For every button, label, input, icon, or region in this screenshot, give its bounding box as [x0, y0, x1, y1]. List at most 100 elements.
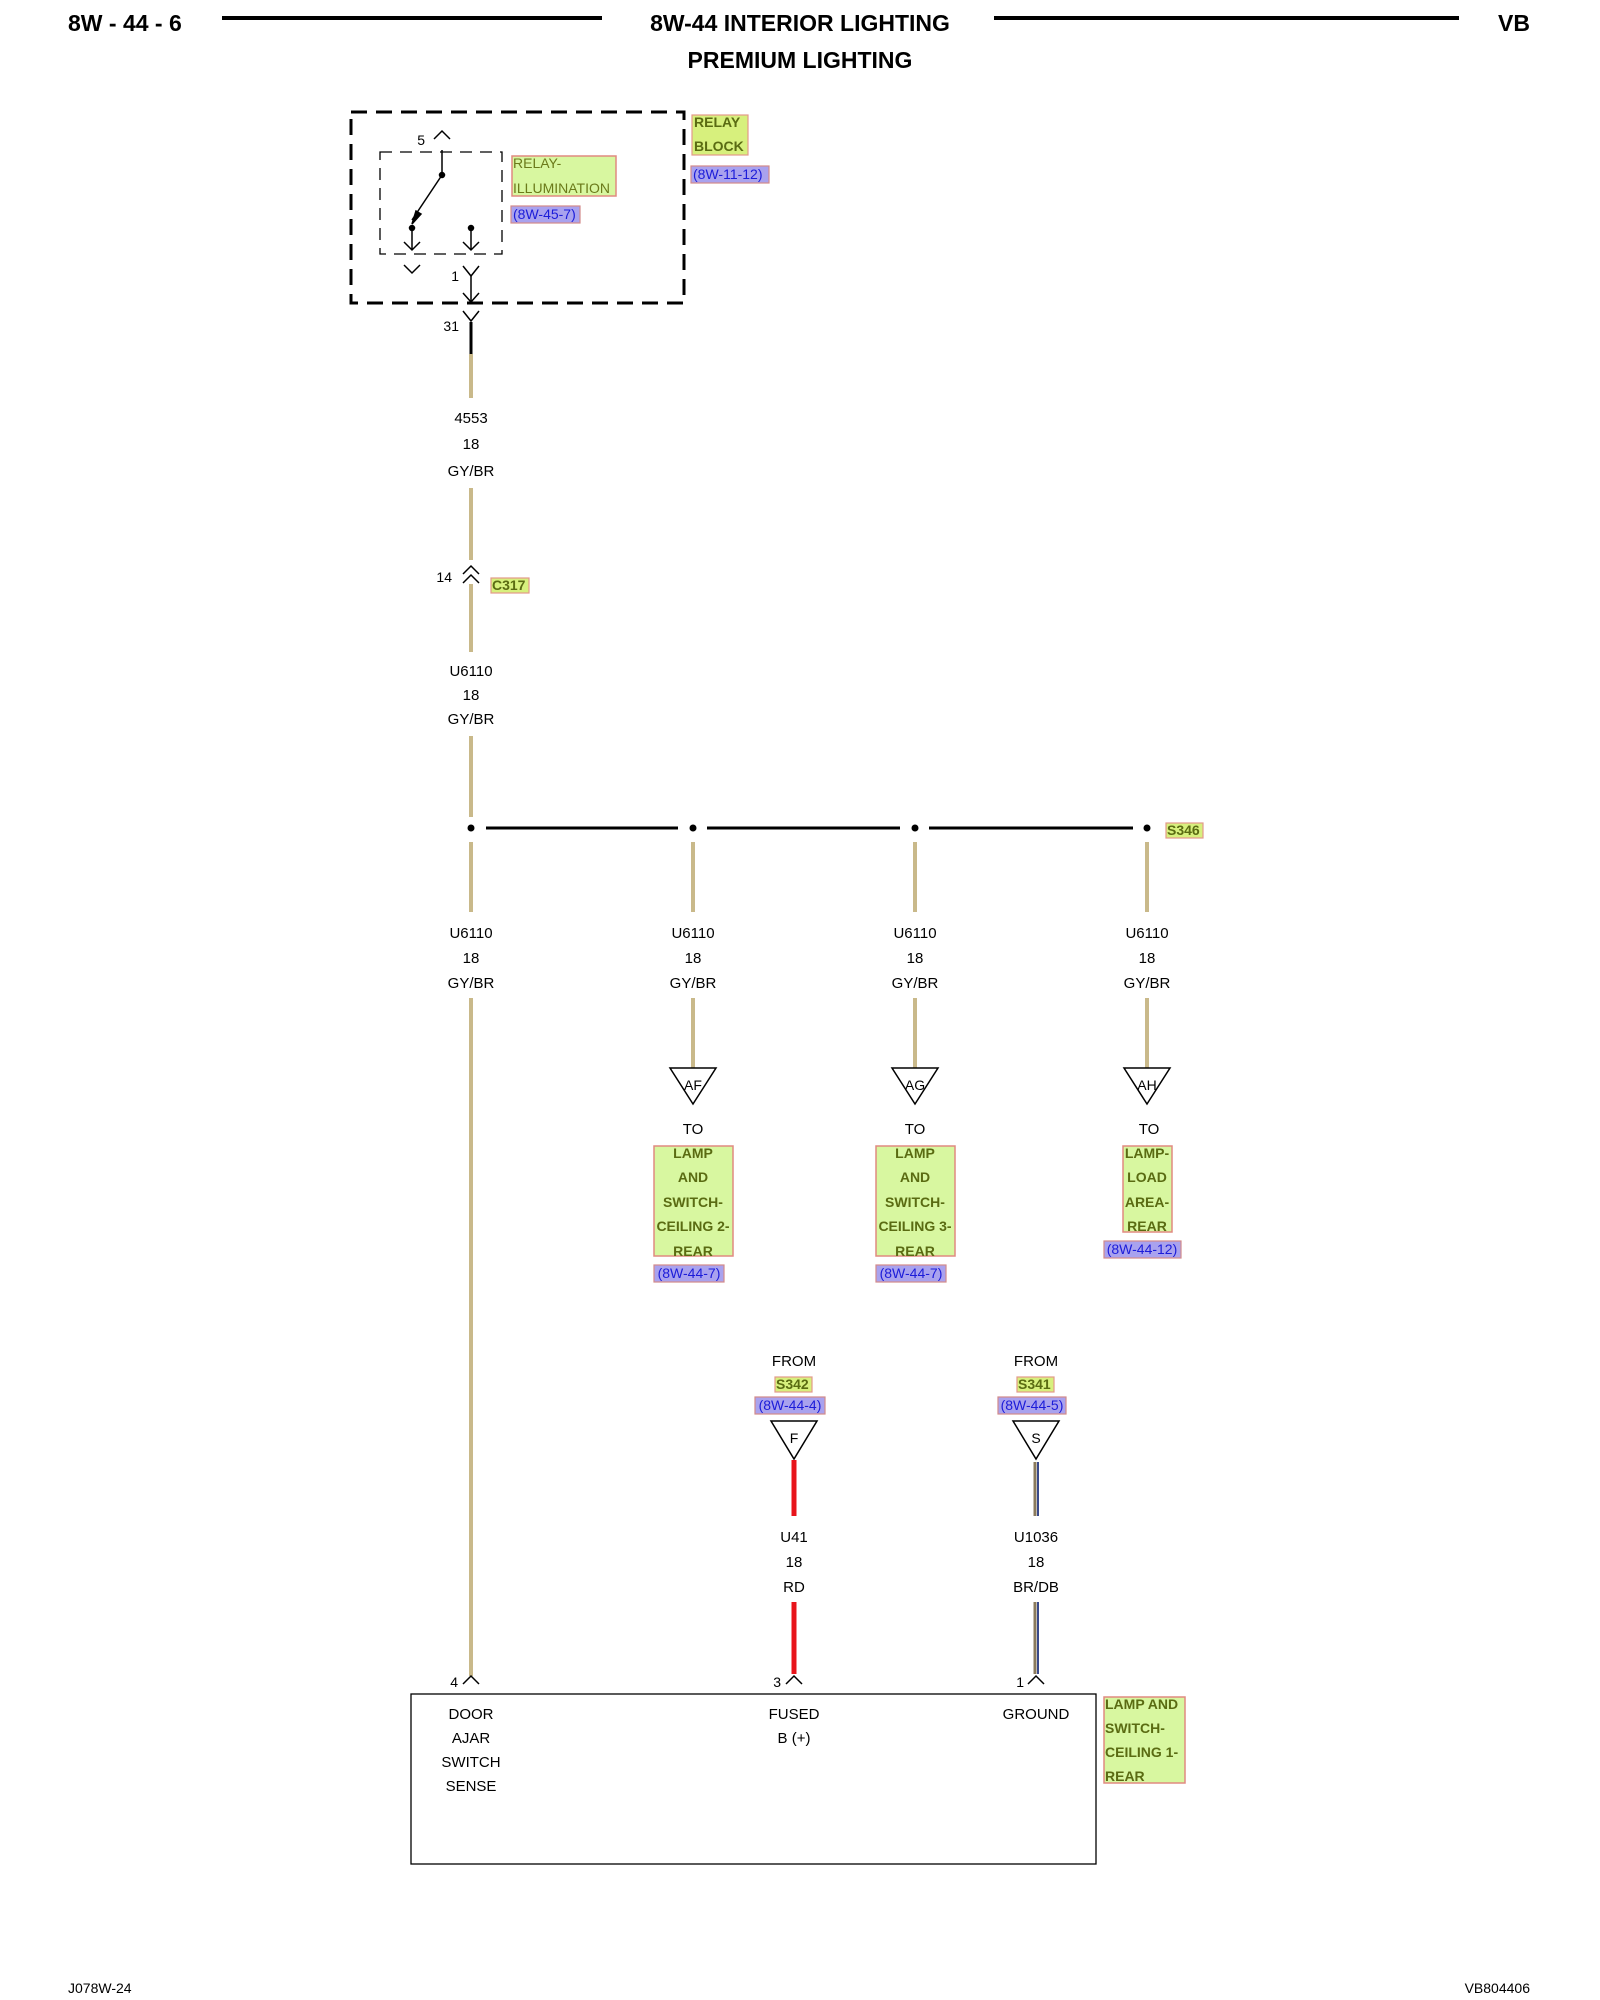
- branch-4-ref-highlight[interactable]: [1103, 1240, 1182, 1259]
- connector-c317-symbol: [462, 564, 480, 584]
- branch-2-color: GY/BR: [670, 975, 717, 992]
- branch-3-dest-1: LAMP: [895, 1145, 935, 1161]
- footer-left-code: J078W-24: [68, 1980, 132, 1996]
- footer-right-code: VB804406: [1465, 1980, 1531, 1996]
- relay-name-line1: RELAY-: [513, 155, 562, 171]
- branch-4-gauge: 18: [1139, 950, 1156, 967]
- s342-label-highlight: [774, 1376, 813, 1393]
- relay-name-line2: ILLUMINATION: [513, 180, 610, 196]
- splice-bus: [467, 824, 1151, 832]
- component-name-2: SWITCH-: [1105, 1720, 1165, 1736]
- s342-label: S342: [776, 1376, 809, 1392]
- branch-2-circuit: U6110: [671, 925, 714, 942]
- s346-label: S346: [1167, 822, 1200, 838]
- pin-4-label: 4: [450, 1674, 458, 1690]
- branch-1-color: GY/BR: [448, 975, 495, 992]
- sense-label-2: AJAR: [452, 1730, 491, 1747]
- connector-f-label: F: [790, 1430, 799, 1446]
- branch-4-dest-highlight: [1122, 1145, 1173, 1233]
- branch-1-circuit: U6110: [449, 925, 492, 942]
- wire-4553-color: GY/BR: [448, 463, 495, 480]
- connector-af-symbol: [668, 1067, 718, 1106]
- branch-2-dest-2: AND: [678, 1169, 708, 1185]
- branch-2-dest-1: LAMP: [673, 1145, 713, 1161]
- branch-3-ref-highlight[interactable]: [875, 1264, 947, 1283]
- feed-1-ref-link[interactable]: (8W-44-4): [759, 1397, 822, 1413]
- pin-31-label: 31: [443, 318, 459, 334]
- branch-4-color: GY/BR: [1124, 975, 1171, 992]
- relay-switch-symbol: [403, 129, 480, 323]
- connector-ag-label: AG: [905, 1077, 925, 1093]
- wire-u6110-circuit: U6110: [449, 663, 492, 680]
- wire-4553-circuit: 4553: [454, 410, 487, 427]
- branch-2-to: TO: [683, 1121, 704, 1138]
- pin-1-comp-label: 1: [1016, 1674, 1024, 1690]
- branch-3-dest-4: CEILING 3-: [878, 1218, 951, 1234]
- relay-block-outline: [349, 110, 686, 305]
- connector-s-symbol: [1011, 1420, 1061, 1461]
- wire-u1036-color: BR/DB: [1013, 1579, 1059, 1596]
- component-name-3: CEILING 1-: [1105, 1744, 1178, 1760]
- connector-ah-label: AH: [1137, 1077, 1156, 1093]
- relay-outline: [379, 151, 503, 255]
- branch-3-dest-2: AND: [900, 1169, 930, 1185]
- pin-1-label: 1: [451, 268, 459, 284]
- model-code: VB: [1498, 10, 1530, 36]
- ground-label: GROUND: [1003, 1706, 1070, 1723]
- branch-4-to: TO: [1139, 1121, 1160, 1138]
- branch-3-dest-5: REAR: [895, 1243, 935, 1259]
- wire-4553-gauge: 18: [463, 436, 480, 453]
- branch-4-dest-2: LOAD: [1127, 1169, 1167, 1185]
- feed-2-ref-highlight[interactable]: [997, 1396, 1067, 1415]
- relay-block-name-line2: BLOCK: [694, 138, 744, 154]
- branch-2-gauge: 18: [685, 950, 702, 967]
- wire-u6110-color: GY/BR: [448, 711, 495, 728]
- branch-3-color: GY/BR: [892, 975, 939, 992]
- sense-label-3: SWITCH: [441, 1754, 500, 1771]
- relay-block-ref-link[interactable]: (8W-11-12): [693, 166, 763, 182]
- branch-4-dest-1: LAMP-: [1125, 1145, 1170, 1161]
- component-box: [410, 1693, 1097, 1865]
- branch-2-dest-3: SWITCH-: [663, 1194, 723, 1210]
- fused-label-2: B (+): [778, 1730, 811, 1747]
- feed-1-from: FROM: [772, 1353, 816, 1370]
- fused-label-1: FUSED: [769, 1706, 820, 1723]
- branch-2-dest-highlight: [653, 1145, 734, 1257]
- connector-ah-symbol: [1122, 1067, 1172, 1106]
- component-name-highlight: [1103, 1696, 1186, 1784]
- feed-2-from: FROM: [1014, 1353, 1058, 1370]
- feed-2-ref-link[interactable]: (8W-44-5): [1001, 1397, 1064, 1413]
- branch-3-dest-3: SWITCH-: [885, 1194, 945, 1210]
- pin-3-label: 3: [773, 1674, 781, 1690]
- connector-s-label: S: [1031, 1430, 1040, 1446]
- wire-u1036-gauge: 18: [1028, 1554, 1045, 1571]
- relay-block-ref-highlight[interactable]: [690, 165, 770, 184]
- branch-3-to: TO: [905, 1121, 926, 1138]
- c317-pin: 14: [436, 569, 452, 585]
- branch-4-circuit: U6110: [1125, 925, 1168, 942]
- wire-u41-color: RD: [783, 1579, 805, 1596]
- branch-3-gauge: 18: [907, 950, 924, 967]
- relay-block-label-highlight: [691, 114, 749, 156]
- branch-4-ref-link[interactable]: (8W-44-12): [1107, 1241, 1178, 1257]
- branch-2-dest-4: CEILING 2-: [656, 1218, 729, 1234]
- page-number: 8W - 44 - 6: [68, 10, 182, 36]
- wire-u1036-circuit: U1036: [1014, 1529, 1058, 1546]
- component-pin-connectors: [462, 1674, 1045, 1685]
- branch-4-dest-4: REAR: [1127, 1218, 1167, 1234]
- s346-label-highlight: [1165, 822, 1204, 839]
- branch-2-dest-5: REAR: [673, 1243, 713, 1259]
- sense-label-1: DOOR: [449, 1706, 494, 1723]
- branch-3-ref-link[interactable]: (8W-44-7): [880, 1265, 943, 1281]
- connector-af-label: AF: [684, 1077, 702, 1093]
- connector-f-symbol: [769, 1420, 819, 1461]
- sense-label-4: SENSE: [446, 1778, 497, 1795]
- branch-2-ref-highlight[interactable]: [653, 1264, 725, 1283]
- relay-ref-highlight[interactable]: [510, 205, 581, 224]
- s341-label: S341: [1018, 1376, 1051, 1392]
- branch-2-ref-link[interactable]: (8W-44-7): [658, 1265, 721, 1281]
- connector-ag-symbol: [890, 1067, 940, 1106]
- feed-1-ref-highlight[interactable]: [754, 1396, 826, 1415]
- c317-label-highlight: [490, 577, 530, 594]
- relay-ref-link[interactable]: (8W-45-7): [513, 206, 576, 222]
